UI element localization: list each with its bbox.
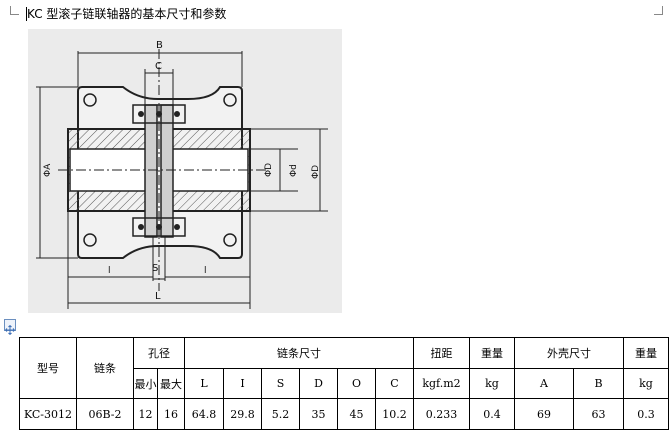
margin-mark-right <box>654 6 663 15</box>
cell-weight2[interactable]: 0.3 <box>623 398 669 430</box>
label-phid: Φd <box>289 164 299 177</box>
cell-model[interactable]: KC-3012 <box>19 398 77 430</box>
cell-B[interactable]: 63 <box>573 398 624 430</box>
text-cursor <box>26 7 27 21</box>
cell-I[interactable]: 29.8 <box>223 398 262 430</box>
cell-S[interactable]: 5.2 <box>261 398 300 430</box>
header-model[interactable]: 型号 <box>19 337 77 399</box>
label-C: C <box>155 61 162 72</box>
label-phiD-inner: ΦD <box>264 163 274 177</box>
cell-D[interactable]: 35 <box>299 398 338 430</box>
subheader-I[interactable]: I <box>223 368 262 399</box>
cell-O[interactable]: 45 <box>337 398 376 430</box>
label-l-left: l <box>108 266 111 276</box>
label-phiD-outer: ΦD <box>311 165 321 179</box>
subheader-A[interactable]: A <box>514 368 574 399</box>
subheader-weight-unit[interactable]: kg <box>469 368 515 399</box>
bolt-top-left <box>83 93 97 107</box>
subheader-C[interactable]: C <box>375 368 414 399</box>
bolt-bottom-right <box>223 233 237 247</box>
label-B: B <box>156 40 163 51</box>
label-L: L <box>155 291 161 302</box>
subheader-weight2-unit[interactable]: kg <box>623 368 669 399</box>
label-S: S <box>152 263 158 274</box>
subheader-L[interactable]: L <box>184 368 224 399</box>
table-move-handle-icon[interactable] <box>4 319 16 335</box>
document-title[interactable]: KC 型滚子链联轴器的基本尺寸和参数 <box>27 7 227 21</box>
subheader-min[interactable]: 最小 <box>133 368 158 399</box>
header-torque[interactable]: 扭距 <box>413 337 470 369</box>
cell-chain[interactable]: 06B-2 <box>76 398 134 430</box>
label-l-right: l <box>204 266 207 276</box>
cell-L[interactable]: 64.8 <box>184 398 224 430</box>
cell-weight[interactable]: 0.4 <box>469 398 515 430</box>
cell-torque[interactable]: 0.233 <box>413 398 470 430</box>
header-weight2[interactable]: 重量 <box>623 337 669 369</box>
header-housing[interactable]: 外壳尺寸 <box>514 337 624 369</box>
bolt-top-right <box>223 93 237 107</box>
bolt-bottom-left <box>83 233 97 247</box>
cell-C[interactable]: 10.2 <box>375 398 414 430</box>
subheader-O[interactable]: O <box>337 368 376 399</box>
margin-mark-left <box>10 6 19 15</box>
header-chain[interactable]: 链条 <box>76 337 134 399</box>
header-bore[interactable]: 孔径 <box>133 337 185 369</box>
subheader-B[interactable]: B <box>573 368 624 399</box>
coupling-drawing[interactable]: B C ΦA ΦD Φd ΦD l l S L <box>28 29 342 313</box>
subheader-torque-unit[interactable]: kgf.m2 <box>413 368 470 399</box>
table-row[interactable]: KC-3012 06B-2 12 16 64.8 29.8 5.2 35 45 … <box>19 398 669 430</box>
label-phiA: ΦA <box>43 163 53 177</box>
cell-max[interactable]: 16 <box>157 398 185 430</box>
cell-min[interactable]: 12 <box>133 398 158 430</box>
subheader-D[interactable]: D <box>299 368 338 399</box>
cell-A[interactable]: 69 <box>514 398 574 430</box>
header-weight[interactable]: 重量 <box>469 337 515 369</box>
header-chain-dims[interactable]: 链条尺寸 <box>184 337 414 369</box>
spec-table[interactable]: 型号 链条 孔径 链条尺寸 扭距 重量 外壳尺寸 重量 最小 最大 L I S … <box>19 337 669 430</box>
sprocket-right <box>160 104 174 238</box>
sprocket-left <box>144 104 158 238</box>
subheader-max[interactable]: 最大 <box>157 368 185 399</box>
subheader-S[interactable]: S <box>261 368 300 399</box>
